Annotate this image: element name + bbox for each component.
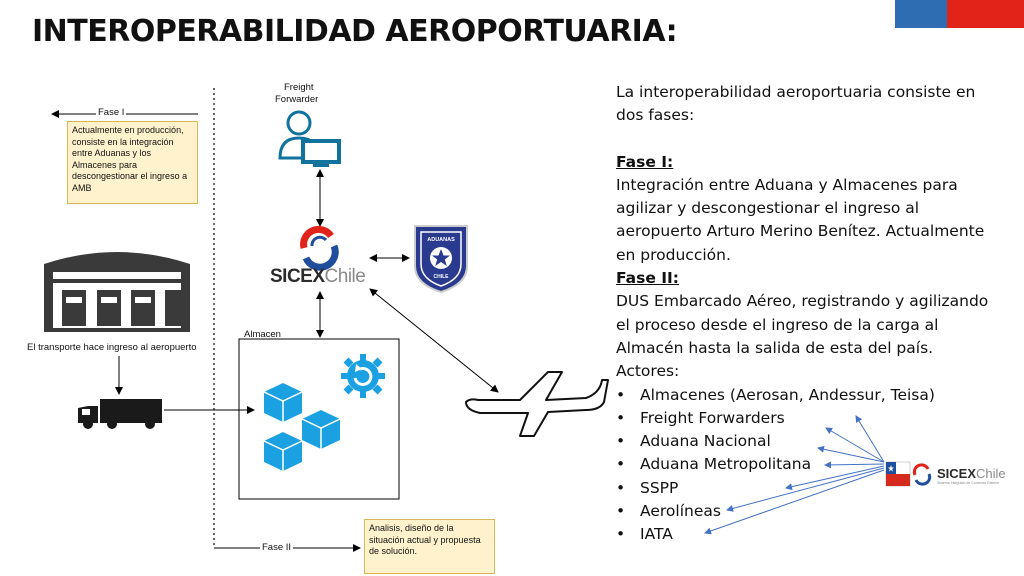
description-intro: La interoperabilidad aeroportuaria consi…: [616, 83, 976, 125]
actor-item: SSPP: [616, 477, 996, 501]
actores-list: Almacenes (Aerosan, Andessur, Teisa) Fre…: [616, 384, 996, 547]
actor-item: IATA: [616, 523, 996, 547]
actor-item: Almacenes (Aerosan, Andessur, Teisa): [616, 384, 996, 408]
airplane-icon: [465, 371, 609, 437]
warehouse-door-details: [66, 297, 151, 303]
actor-item: Aerolíneas: [616, 500, 996, 524]
fase2-label: Fase II: [260, 542, 294, 554]
fase1-label: Fase I: [96, 107, 127, 119]
fase1-heading: Fase I:: [616, 152, 674, 171]
sicex-logo-icon: [300, 225, 339, 271]
warehouse-icon: [44, 252, 190, 332]
aduanas-badge-bottom-text: CHILE: [434, 274, 450, 280]
sicex-small-wordmark: SICEXChile: [937, 466, 1006, 481]
sicex-small-subtitle: Sistema Integrado de Comercio Exterior: [937, 481, 1000, 485]
freight-forwarder-label-line1: Freight: [284, 82, 314, 93]
sicex-wordmark: SICEXChile: [270, 266, 366, 288]
fase2-body: DUS Embarcado Aéreo, registrando y agili…: [616, 292, 989, 357]
page-title: INTEROPERABILIDAD AEROPORTUARIA:: [32, 14, 678, 49]
sicex-small-bold: SICEX: [937, 466, 977, 481]
aduanas-badge-icon: ADUANAS CHILE: [414, 225, 468, 294]
description-panel: La interoperabilidad aeroportuaria consi…: [616, 81, 996, 547]
sicex-airplane-arrow: [369, 288, 499, 393]
actor-item: Freight Forwarders: [616, 407, 996, 431]
aduanas-badge-text: ADUANAS: [427, 237, 455, 243]
actor-item: Aduana Nacional: [616, 430, 996, 454]
fase1-body: Integración entre Aduana y Almacenes par…: [616, 175, 985, 264]
freight-forwarder-icon: [278, 110, 341, 167]
flag-blue-block: [895, 0, 947, 28]
description-gap: [616, 128, 996, 151]
fase2-heading: Fase II:: [616, 269, 680, 288]
sicex-wordmark-bold: SICEX: [270, 266, 325, 287]
almacen-label: Almacen: [244, 329, 281, 340]
fase2-note: Analisis, diseño de la situación actual …: [364, 519, 495, 574]
gear-refresh-icon: [341, 354, 385, 398]
sicex-wordmark-light: Chile: [324, 266, 366, 287]
actor-item: Aduana Metropolitana: [616, 453, 996, 477]
boxes-icon: [263, 383, 341, 471]
sicex-small-light: Chile: [976, 466, 1006, 481]
flag-red-block: [947, 0, 1024, 28]
freight-forwarder-label-line2: Forwarder: [275, 94, 319, 105]
actores-label: Actores:: [616, 362, 680, 381]
fase1-note: Actualmente en producción, consiste en l…: [67, 121, 198, 204]
truck-icon: [78, 399, 162, 429]
transport-caption: El transporte hace ingreso al aeropuerto: [27, 342, 197, 353]
